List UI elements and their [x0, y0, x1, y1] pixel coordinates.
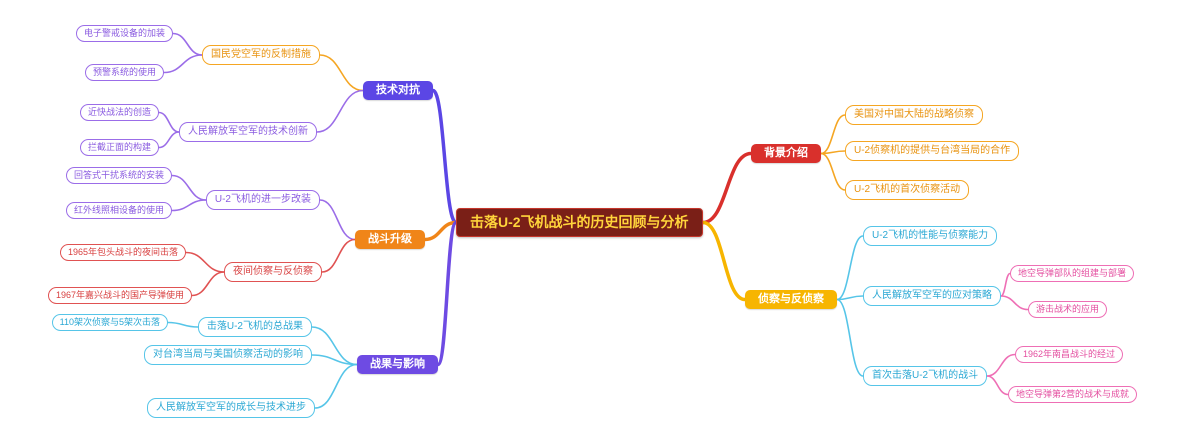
node-total-shootdown-results[interactable]: 击落U-2飞机的总战果	[197, 317, 312, 337]
branch-tech-confrontation[interactable]: 技术对抗	[363, 81, 433, 101]
node-1962-nanchang-battle[interactable]: 1962年南昌战斗的经过	[1015, 346, 1124, 363]
node-sam-unit-formation-deployment[interactable]: 地空导弹部队的组建与部署	[1010, 265, 1135, 282]
node-u2-performance-capability[interactable]: U-2飞机的性能与侦察能力	[863, 226, 998, 246]
node-interception-front[interactable]: 拦截正面的构建	[79, 139, 159, 156]
central-topic[interactable]: 击落U-2飞机战斗的历史回顾与分析	[456, 208, 703, 237]
node-answering-jammer-installation[interactable]: 回答式干扰系统的安装	[65, 167, 172, 184]
node-early-warning-system[interactable]: 预警系统的使用	[84, 64, 164, 81]
node-night-recon-counter-recon[interactable]: 夜间侦察与反侦察	[224, 262, 322, 282]
branch-results-impact[interactable]: 战果与影响	[357, 355, 438, 375]
node-infrared-camera-use[interactable]: 红外线照相设备的使用	[65, 202, 172, 219]
node-us-strategic-recon[interactable]: 美国对中国大陆的战略侦察	[845, 105, 983, 125]
node-pla-response-strategy[interactable]: 人民解放军空军的应对策略	[863, 286, 1001, 306]
node-sam-2nd-battalion-tactics[interactable]: 地空导弹第2营的战术与成就	[1008, 386, 1138, 403]
node-110-sorties-5-shootdowns[interactable]: 110架次侦察与5架次击落	[51, 314, 168, 331]
node-first-u2-shootdown-battle[interactable]: 首次击落U-2飞机的战斗	[863, 366, 988, 386]
node-kmt-countermeasures[interactable]: 国民党空军的反制措施	[202, 45, 320, 65]
node-1967-jiaxing-domestic-missile[interactable]: 1967年嘉兴战斗的国产导弹使用	[47, 287, 192, 304]
node-u2-further-modification[interactable]: U-2飞机的进一步改装	[205, 190, 320, 210]
node-u2-first-recon-activity[interactable]: U-2飞机的首次侦察活动	[845, 180, 970, 200]
node-1965-baotou-night-shootdown[interactable]: 1965年包头战斗的夜间击落	[59, 244, 186, 261]
node-u2-provision-taiwan-cooperation[interactable]: U-2侦察机的提供与台湾当局的合作	[845, 141, 1020, 161]
branch-background-intro[interactable]: 背景介绍	[751, 144, 821, 164]
node-pla-tech-innovation[interactable]: 人民解放军空军的技术创新	[179, 122, 317, 142]
node-electronic-warning-equipment[interactable]: 电子警戒设备的加装	[75, 25, 173, 42]
node-impact-on-taiwan-us-recon[interactable]: 对台湾当局与美国侦察活动的影响	[144, 345, 312, 365]
node-near-fast-tactics[interactable]: 近快战法的创造	[79, 104, 159, 121]
node-pla-growth-tech-progress[interactable]: 人民解放军空军的成长与技术进步	[147, 398, 315, 418]
node-guerrilla-tactics-application[interactable]: 游击战术的应用	[1028, 301, 1108, 318]
branch-battle-escalation[interactable]: 战斗升级	[355, 230, 425, 250]
branch-recon-counter-recon[interactable]: 侦察与反侦察	[745, 290, 837, 310]
